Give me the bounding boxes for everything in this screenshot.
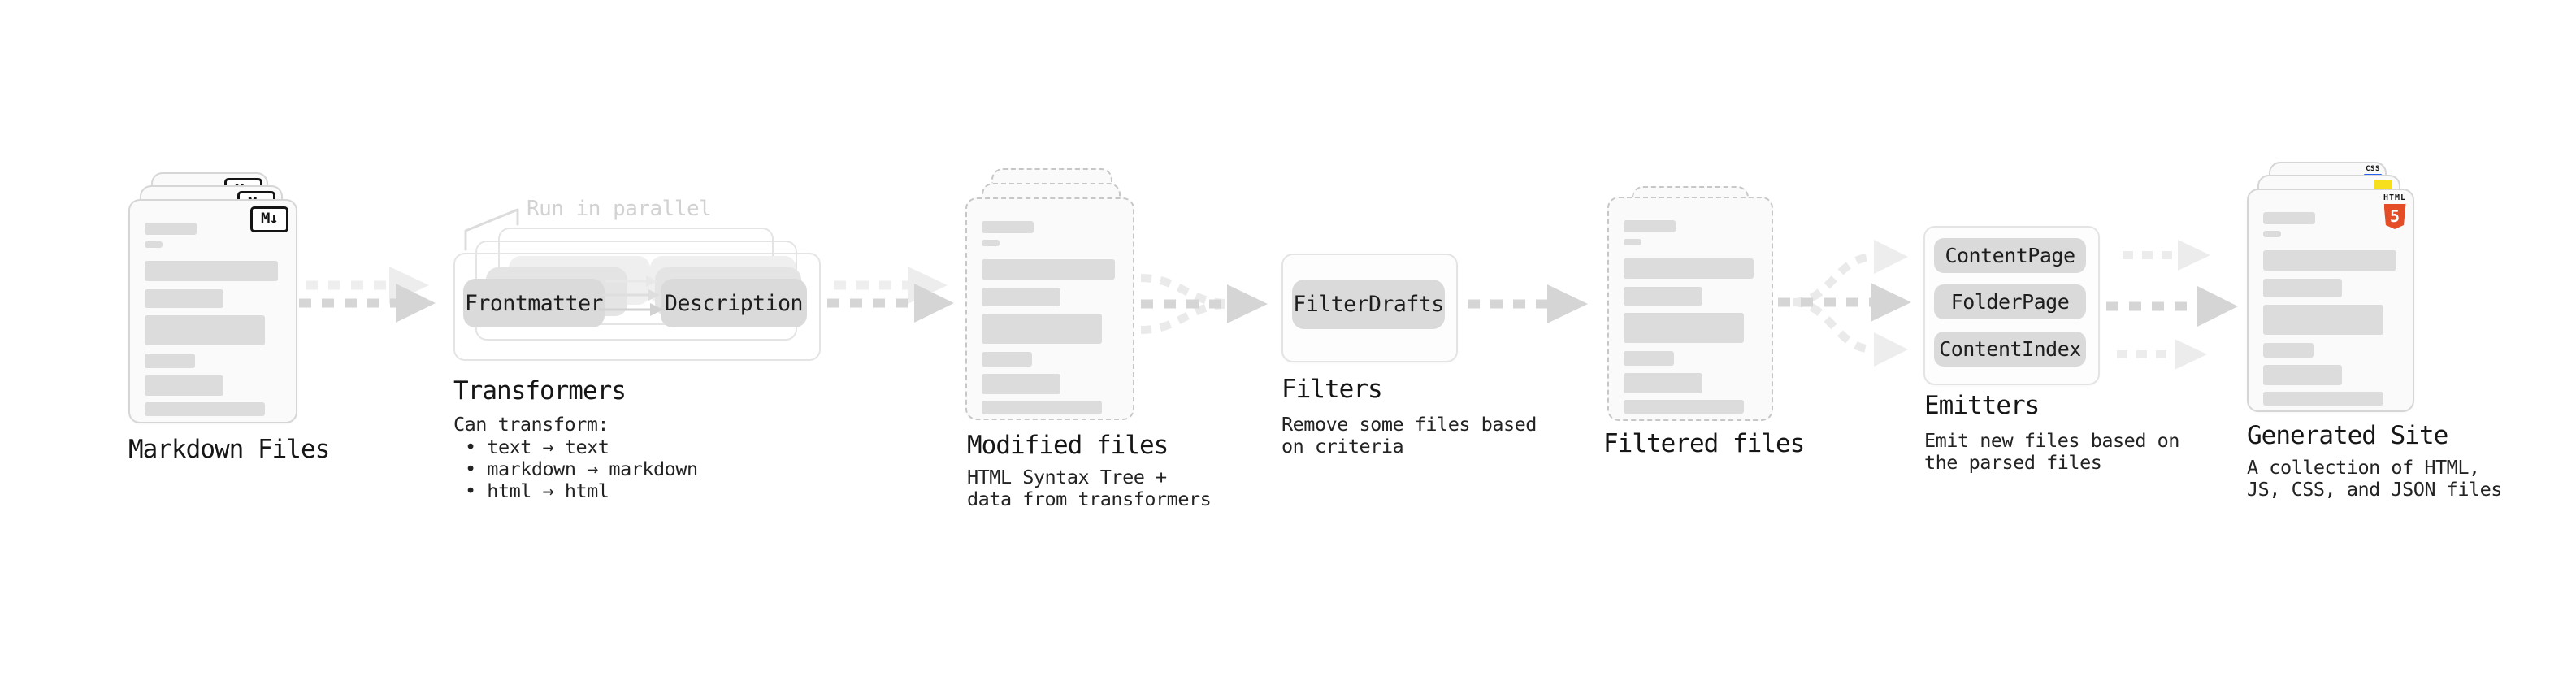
stage-title: Generated Site [2247,421,2448,450]
flow-arrow-6-parallel [2106,240,2238,370]
flow-arrow-1 [299,267,436,323]
stage-subtitle-line: A collection of HTML, [2247,456,2480,479]
file-card-front [1607,197,1773,421]
transformer-pill-frontmatter: Frontmatter [463,279,605,327]
stage-title: Transformers [453,376,627,406]
stage-title: Emitters [1924,391,2040,420]
flow-arrow-3-converge [1140,274,1268,334]
note-heading: Can transform: [453,413,609,436]
parallel-label: Run in parallel [527,197,712,221]
html5-icon: HTML 5 [2383,194,2407,229]
flow-arrow-2 [827,267,954,323]
stage-subtitle-line: Remove some files based [1281,413,1537,436]
stage-title: Filters [1281,375,1383,404]
filter-pill-filterdrafts: FilterDrafts [1292,280,1445,329]
flow-arrow-4 [1468,284,1588,323]
stage-subtitle-line: data from transformers [967,488,1212,510]
transformer-box-front [453,253,821,361]
file-card-front: HTML 5 [2247,189,2414,412]
stage-subtitle-line: JS, CSS, and JSON files [2247,478,2502,501]
stage-title: Markdown Files [128,435,330,464]
file-content-lines [130,223,296,416]
flow-arrow-5-fanout [1778,240,1911,367]
stage-subtitle-line: Emit new files based on [1924,429,2179,452]
file-card-front: M↓ [128,199,297,423]
file-content-lines [1609,220,1772,414]
stage-subtitle-line: on criteria [1281,435,1404,458]
emitter-pill-contentpage: ContentPage [1934,238,2086,273]
file-content-lines [967,221,1133,414]
emitter-pill-folderpage: FolderPage [1934,284,2086,319]
stage-subtitle-line: the parsed files [1924,451,2102,474]
bullet-item: • html → html [465,479,609,502]
stage-title: Modified files [967,431,1169,460]
markdown-icon: M↓ [250,206,288,232]
file-content-lines [2249,212,2413,406]
file-card-front [965,197,1134,420]
stage-subtitle-line: HTML Syntax Tree + [967,466,1167,488]
emitter-pill-contentindex: ContentIndex [1934,332,2086,367]
bullet-item: • text → text [465,436,609,458]
stage-title: Filtered files [1603,429,1805,458]
transformer-pill-description: Description [661,279,807,327]
bullet-item: • markdown → markdown [465,458,698,480]
